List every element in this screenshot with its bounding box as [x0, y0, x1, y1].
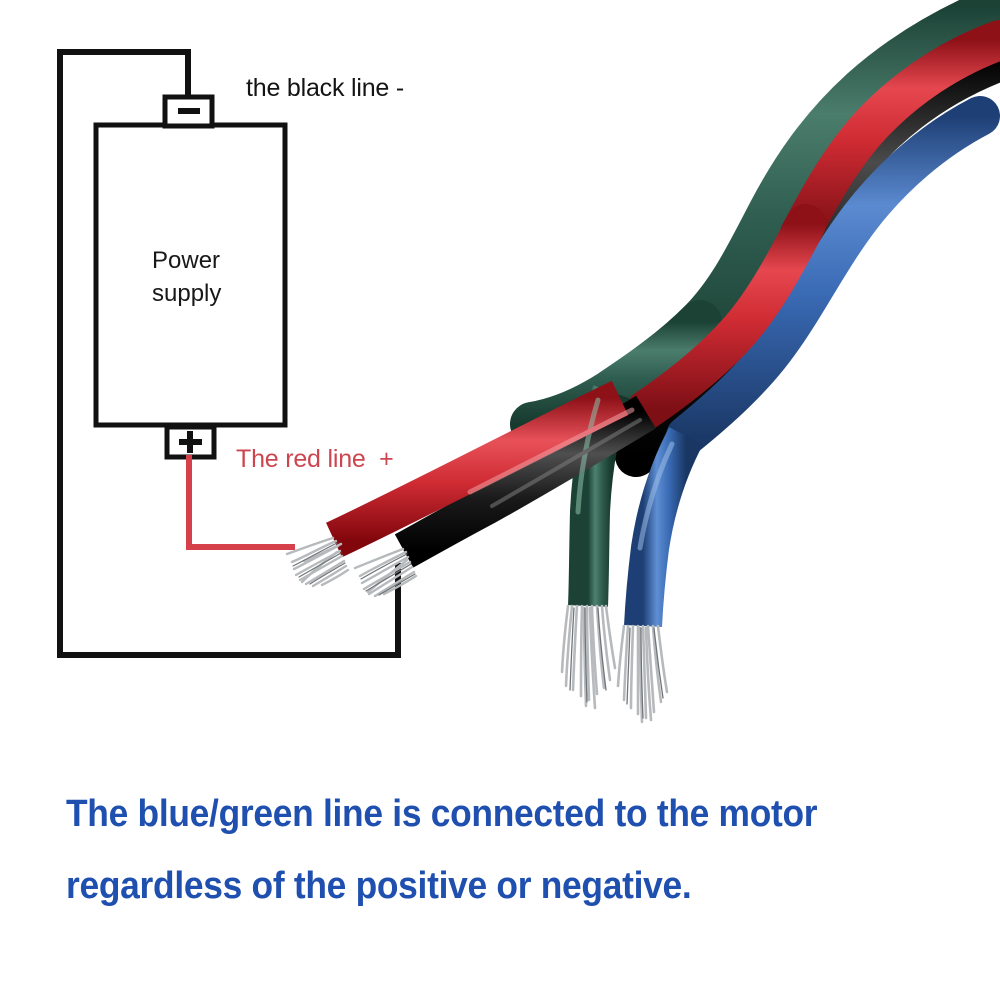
black-wire-strands-dark: [360, 553, 416, 596]
circuit-schematic: [57, 49, 401, 658]
red-wire-lead: [326, 380, 629, 558]
black-wire-lead: [394, 395, 656, 568]
caption-line-2: regardless of the positive or negative.: [66, 865, 692, 907]
black-return-wire-top: [57, 49, 191, 101]
power-supply-body: [93, 122, 288, 428]
black-line-label: the black line -: [246, 74, 404, 102]
blue-wire-strands: [616, 624, 669, 724]
blue-wire-lead: [624, 427, 703, 627]
cable-photo: [285, 0, 1000, 724]
blue-wire-helix: [666, 96, 1000, 456]
red-wire-strands: [285, 536, 350, 588]
power-supply-label: Power supply: [152, 244, 221, 310]
black-return-wire-bottom: [57, 49, 401, 658]
red-wire-strands-dark: [292, 542, 346, 585]
red-wire-crossover: [626, 204, 826, 430]
sheath-highlights: [467, 397, 675, 551]
caption-block: The blue/green line is connected to the …: [66, 778, 931, 922]
red-wire-helix-upper: [780, 20, 1000, 254]
red-feed-wire: [186, 455, 295, 550]
blue-wire-strands-dark: [626, 627, 664, 719]
black-wire-strands: [353, 547, 418, 598]
caption-line-1: The blue/green line is connected to the …: [66, 793, 818, 835]
green-wire-strands: [560, 604, 617, 710]
minus-sign-icon: [178, 108, 200, 114]
power-supply-label-text: Power supply: [152, 247, 222, 307]
plus-sign-vertical-icon: [187, 431, 193, 453]
red-line-label: The red line +: [236, 445, 394, 473]
green-wire-strands-dark: [569, 607, 607, 703]
